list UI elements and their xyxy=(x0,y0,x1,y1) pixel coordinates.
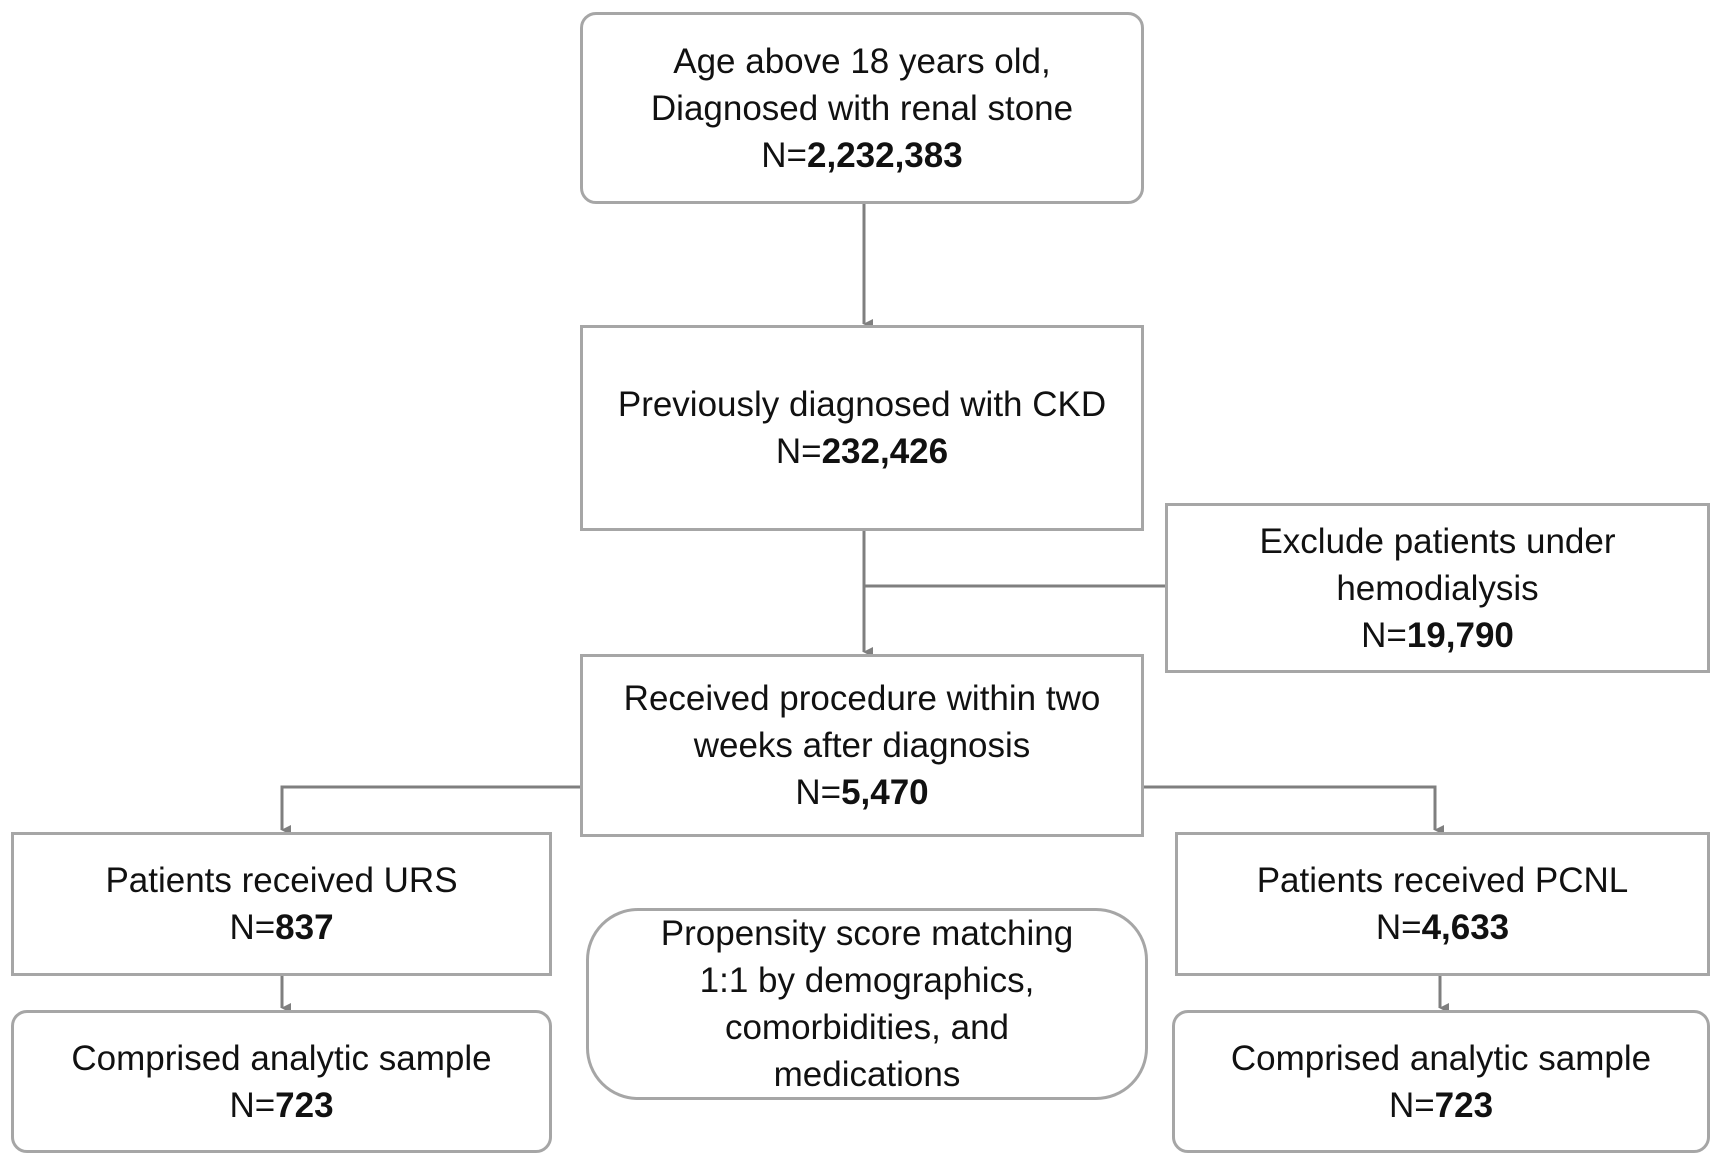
urs-group-line-1: Patients received URS xyxy=(105,861,458,900)
pcnl-group-line-1: Patients received PCNL xyxy=(1256,861,1629,900)
pcnl-analytic-sample-line-1: Comprised analytic sample xyxy=(1230,1038,1652,1078)
urs-analytic-sample-line-1: Comprised analytic sample xyxy=(71,1038,492,1078)
exclusion-line-2: hemodialysis xyxy=(1336,568,1539,608)
pcnl-group-box: Patients received PCNL N=4,633 xyxy=(1175,832,1710,976)
urs-analytic-sample-count: N=723 xyxy=(229,1085,334,1125)
arrow-procedure-to-urs xyxy=(280,785,580,835)
initial-cohort-count: N=2,232,383 xyxy=(761,135,963,175)
pcnl-analytic-sample-box: Comprised analytic sample N=723 xyxy=(1172,1010,1710,1153)
initial-cohort-line-1: Age above 18 years old, xyxy=(673,41,1051,81)
urs-analytic-sample-box: Comprised analytic sample N=723 xyxy=(11,1010,552,1153)
propensity-matching-box: Propensity score matching 1:1 by demogra… xyxy=(586,908,1148,1100)
propensity-matching-line-2: 1:1 by demographics, xyxy=(699,961,1035,1000)
exclusion-line-1: Exclude patients under xyxy=(1259,521,1616,561)
exclusion-box: Exclude patients under hemodialysis N=19… xyxy=(1165,503,1710,673)
procedure-cohort-line-1: Received procedure within two xyxy=(623,679,1101,718)
propensity-matching-line-4: medications xyxy=(773,1055,961,1094)
procedure-cohort-line-2: weeks after diagnosis xyxy=(693,726,1031,765)
pcnl-analytic-sample-count: N=723 xyxy=(1388,1085,1494,1125)
exclusion-count: N=19,790 xyxy=(1361,615,1514,655)
urs-group-box: Patients received URS N=837 xyxy=(11,832,552,976)
initial-cohort-line-2: Diagnosed with renal stone xyxy=(650,88,1074,128)
propensity-matching-line-1: Propensity score matching xyxy=(660,914,1074,953)
ckd-cohort-line-1: Previously diagnosed with CKD xyxy=(617,385,1107,424)
procedure-cohort-box: Received procedure within two weeks afte… xyxy=(580,654,1144,837)
propensity-matching-line-3: comorbidities, and xyxy=(724,1008,1010,1047)
ckd-cohort-count: N=232,426 xyxy=(775,432,949,471)
procedure-cohort-count: N=5,470 xyxy=(795,773,929,812)
pcnl-group-count: N=4,633 xyxy=(1375,908,1510,947)
ckd-cohort-box: Previously diagnosed with CKD N=232,426 xyxy=(580,325,1144,531)
initial-cohort-box: Age above 18 years old, Diagnosed with r… xyxy=(580,12,1144,204)
urs-group-count: N=837 xyxy=(229,908,334,947)
arrow-procedure-to-pcnl xyxy=(1142,785,1444,835)
